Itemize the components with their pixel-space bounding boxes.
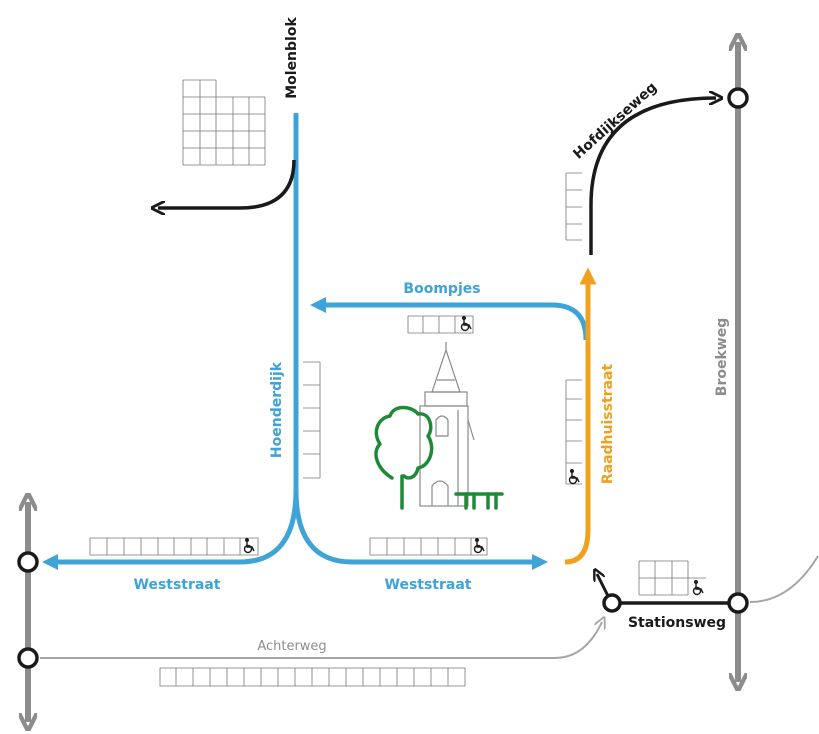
boompjes-route (309, 296, 589, 341)
node-broekweg-south (727, 592, 749, 614)
bench-icon (454, 492, 504, 510)
stationsweg-spur (597, 574, 610, 597)
node-achterweg-west (17, 647, 39, 669)
label-boompjes: Boompjes (403, 281, 480, 297)
label-achterweg: Achterweg (257, 639, 326, 654)
parking-grid-weststraat-left (89, 537, 259, 556)
wheelchair-icon (460, 315, 472, 332)
parking-grid-boompjes (407, 315, 474, 334)
node-stationsweg-west (602, 593, 622, 613)
weststraat-right-route (293, 489, 549, 571)
east-thin-road (749, 555, 819, 603)
weststraat-left-route (41, 489, 299, 571)
church-icon (419, 342, 475, 507)
parking-grid-molenblok (182, 79, 266, 166)
parking-grid-raadhuisstraat (565, 379, 582, 485)
wheelchair-icon (568, 468, 580, 485)
parking-grid-achterweg (159, 667, 466, 687)
parking-grid-hofdijkseweg (565, 172, 582, 241)
molenblok-exit-route (158, 159, 296, 208)
wheelchair-icon (692, 579, 704, 596)
tree-icon (374, 405, 434, 510)
label-stationsweg: Stationsweg (628, 615, 726, 631)
parking-grid-weststraat-right (369, 537, 488, 556)
node-broekweg-north (727, 87, 749, 109)
label-molenblok: Molenblok (284, 17, 300, 99)
achterweg-road (40, 622, 602, 659)
label-hoenderdijk: Hoenderdijk (269, 361, 285, 458)
hofdijkseweg-route (589, 98, 716, 255)
parking-grid-stationsweg (638, 560, 706, 596)
label-raadhuisstraat: Raadhuisstraat (600, 364, 616, 485)
label-weststraat-left: Weststraat (134, 577, 221, 593)
wheelchair-icon (243, 537, 255, 554)
label-hofdijkseweg: Hofdijkseweg (570, 79, 660, 162)
label-weststraat-right: Weststraat (385, 577, 472, 593)
wheelchair-icon (473, 537, 485, 554)
parking-grid-hoenderdijk (303, 361, 321, 479)
raadhuisstraat-route (564, 267, 597, 565)
label-broekweg: Broekweg (714, 318, 730, 396)
node-weststraat-west (17, 551, 39, 573)
